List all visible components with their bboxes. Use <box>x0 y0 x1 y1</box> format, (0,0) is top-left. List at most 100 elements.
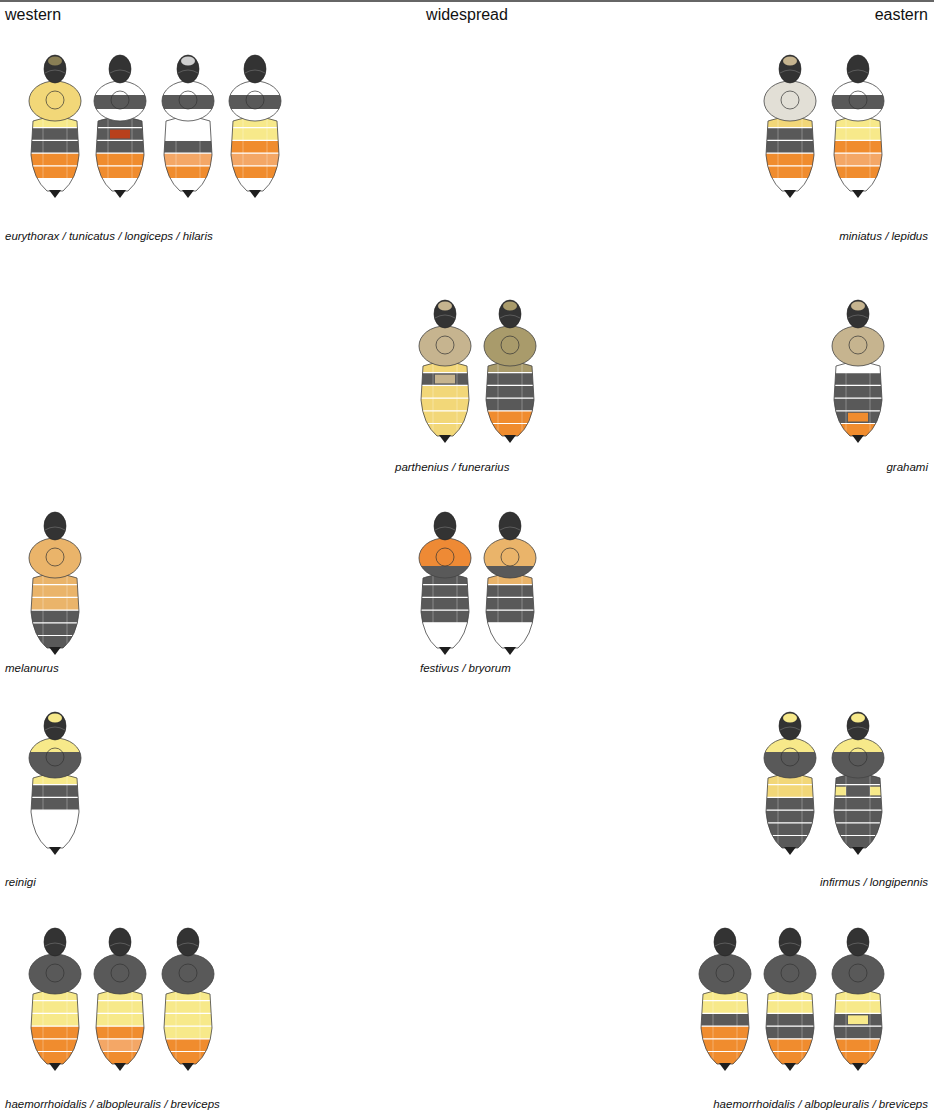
bee-head <box>109 928 131 956</box>
head-line <box>848 943 868 946</box>
segment-line <box>25 140 85 141</box>
abdomen <box>828 988 888 1068</box>
scutum-circle <box>179 91 197 109</box>
abdomen-outline <box>231 117 279 191</box>
segment-line <box>158 1013 218 1014</box>
thorax <box>828 324 888 368</box>
tergite-band <box>158 153 218 166</box>
abdomen <box>225 115 285 195</box>
head-line <box>45 70 65 73</box>
segment-line <box>802 990 803 1068</box>
thorax <box>25 952 85 996</box>
tergite-band <box>480 610 540 623</box>
abdomen-outline <box>766 990 814 1064</box>
segment-line <box>25 127 85 128</box>
segment-line <box>25 809 85 810</box>
bee-figure <box>760 928 820 1071</box>
abdomen-tip <box>49 647 61 655</box>
segment-line <box>25 635 85 636</box>
head-line <box>435 527 455 530</box>
abdomen-outline <box>164 117 212 191</box>
segment-line <box>415 584 475 585</box>
thorax-outline <box>832 738 884 778</box>
segment-line <box>43 117 44 195</box>
thorax-band <box>25 752 85 766</box>
segment-line <box>225 178 285 179</box>
segment-line <box>457 362 458 440</box>
tergite-band <box>415 385 475 398</box>
bee-figure <box>415 300 475 443</box>
segment-line <box>67 774 68 852</box>
segment-line <box>828 809 888 810</box>
segment-line <box>433 362 434 440</box>
segment-line <box>25 797 85 798</box>
tergite-band <box>25 128 85 141</box>
abdomen-outline <box>421 574 469 648</box>
tergite-band <box>695 1001 755 1014</box>
segment-line <box>176 990 177 1068</box>
thorax-band <box>828 340 888 354</box>
abdomen <box>760 115 820 195</box>
segment-line <box>158 165 218 166</box>
thorax-band <box>225 95 285 109</box>
thorax <box>828 952 888 996</box>
thorax-outline <box>764 954 816 994</box>
tergite-band <box>760 1026 820 1039</box>
segment-line <box>415 597 475 598</box>
tergite-band <box>760 166 820 179</box>
bee-head <box>44 712 66 740</box>
segment-line <box>828 1025 888 1026</box>
tergite-band <box>415 373 475 386</box>
tergite-band <box>760 153 820 166</box>
thorax-outline <box>29 954 81 994</box>
tergite-band <box>158 179 218 192</box>
segment-line <box>415 410 475 411</box>
bee-figure <box>90 55 150 198</box>
scutum-circle <box>849 91 867 109</box>
segment-line <box>828 1013 888 1014</box>
scutum-circle <box>46 548 64 566</box>
thorax-band <box>480 340 540 354</box>
thorax <box>760 952 820 996</box>
head-crown <box>181 57 195 66</box>
tergite-patch <box>435 375 455 384</box>
tergite-band <box>90 1026 150 1039</box>
head-line <box>848 315 868 318</box>
head-line <box>45 527 65 530</box>
head-line <box>45 943 65 946</box>
tergite-band <box>25 1039 85 1052</box>
tergite-band <box>760 836 820 849</box>
segment-line <box>870 117 871 195</box>
tergite-band <box>90 179 150 192</box>
tergite-band <box>760 797 820 810</box>
segment-line <box>480 609 540 610</box>
abdomen-outline <box>31 574 79 648</box>
top-rule <box>0 0 934 2</box>
bee-figure <box>158 55 218 198</box>
head-crown <box>48 714 62 723</box>
tergite-band <box>25 610 85 623</box>
scutum-circle <box>179 964 197 982</box>
species-label: eurythorax / tunicatus / longiceps / hil… <box>5 230 213 242</box>
tergite-band <box>695 1013 755 1026</box>
abdomen <box>828 360 888 440</box>
thorax <box>90 952 150 996</box>
segment-line <box>43 774 44 852</box>
abdomen-outline <box>486 574 534 648</box>
thorax-band <box>25 95 85 109</box>
bee-head <box>44 928 66 956</box>
tergite-band <box>828 128 888 141</box>
thorax-band <box>828 968 888 982</box>
thorax <box>480 536 540 580</box>
segment-line <box>25 1038 85 1039</box>
head-line <box>848 70 868 73</box>
segment-line <box>695 1013 755 1014</box>
segment-line <box>132 117 133 195</box>
bee-figure <box>828 55 888 198</box>
bee-head <box>499 512 521 540</box>
bee-head <box>177 928 199 956</box>
segment-line <box>158 153 218 154</box>
tergite-band <box>90 128 150 141</box>
tergite-band <box>415 610 475 623</box>
abdomen-outline <box>834 990 882 1064</box>
